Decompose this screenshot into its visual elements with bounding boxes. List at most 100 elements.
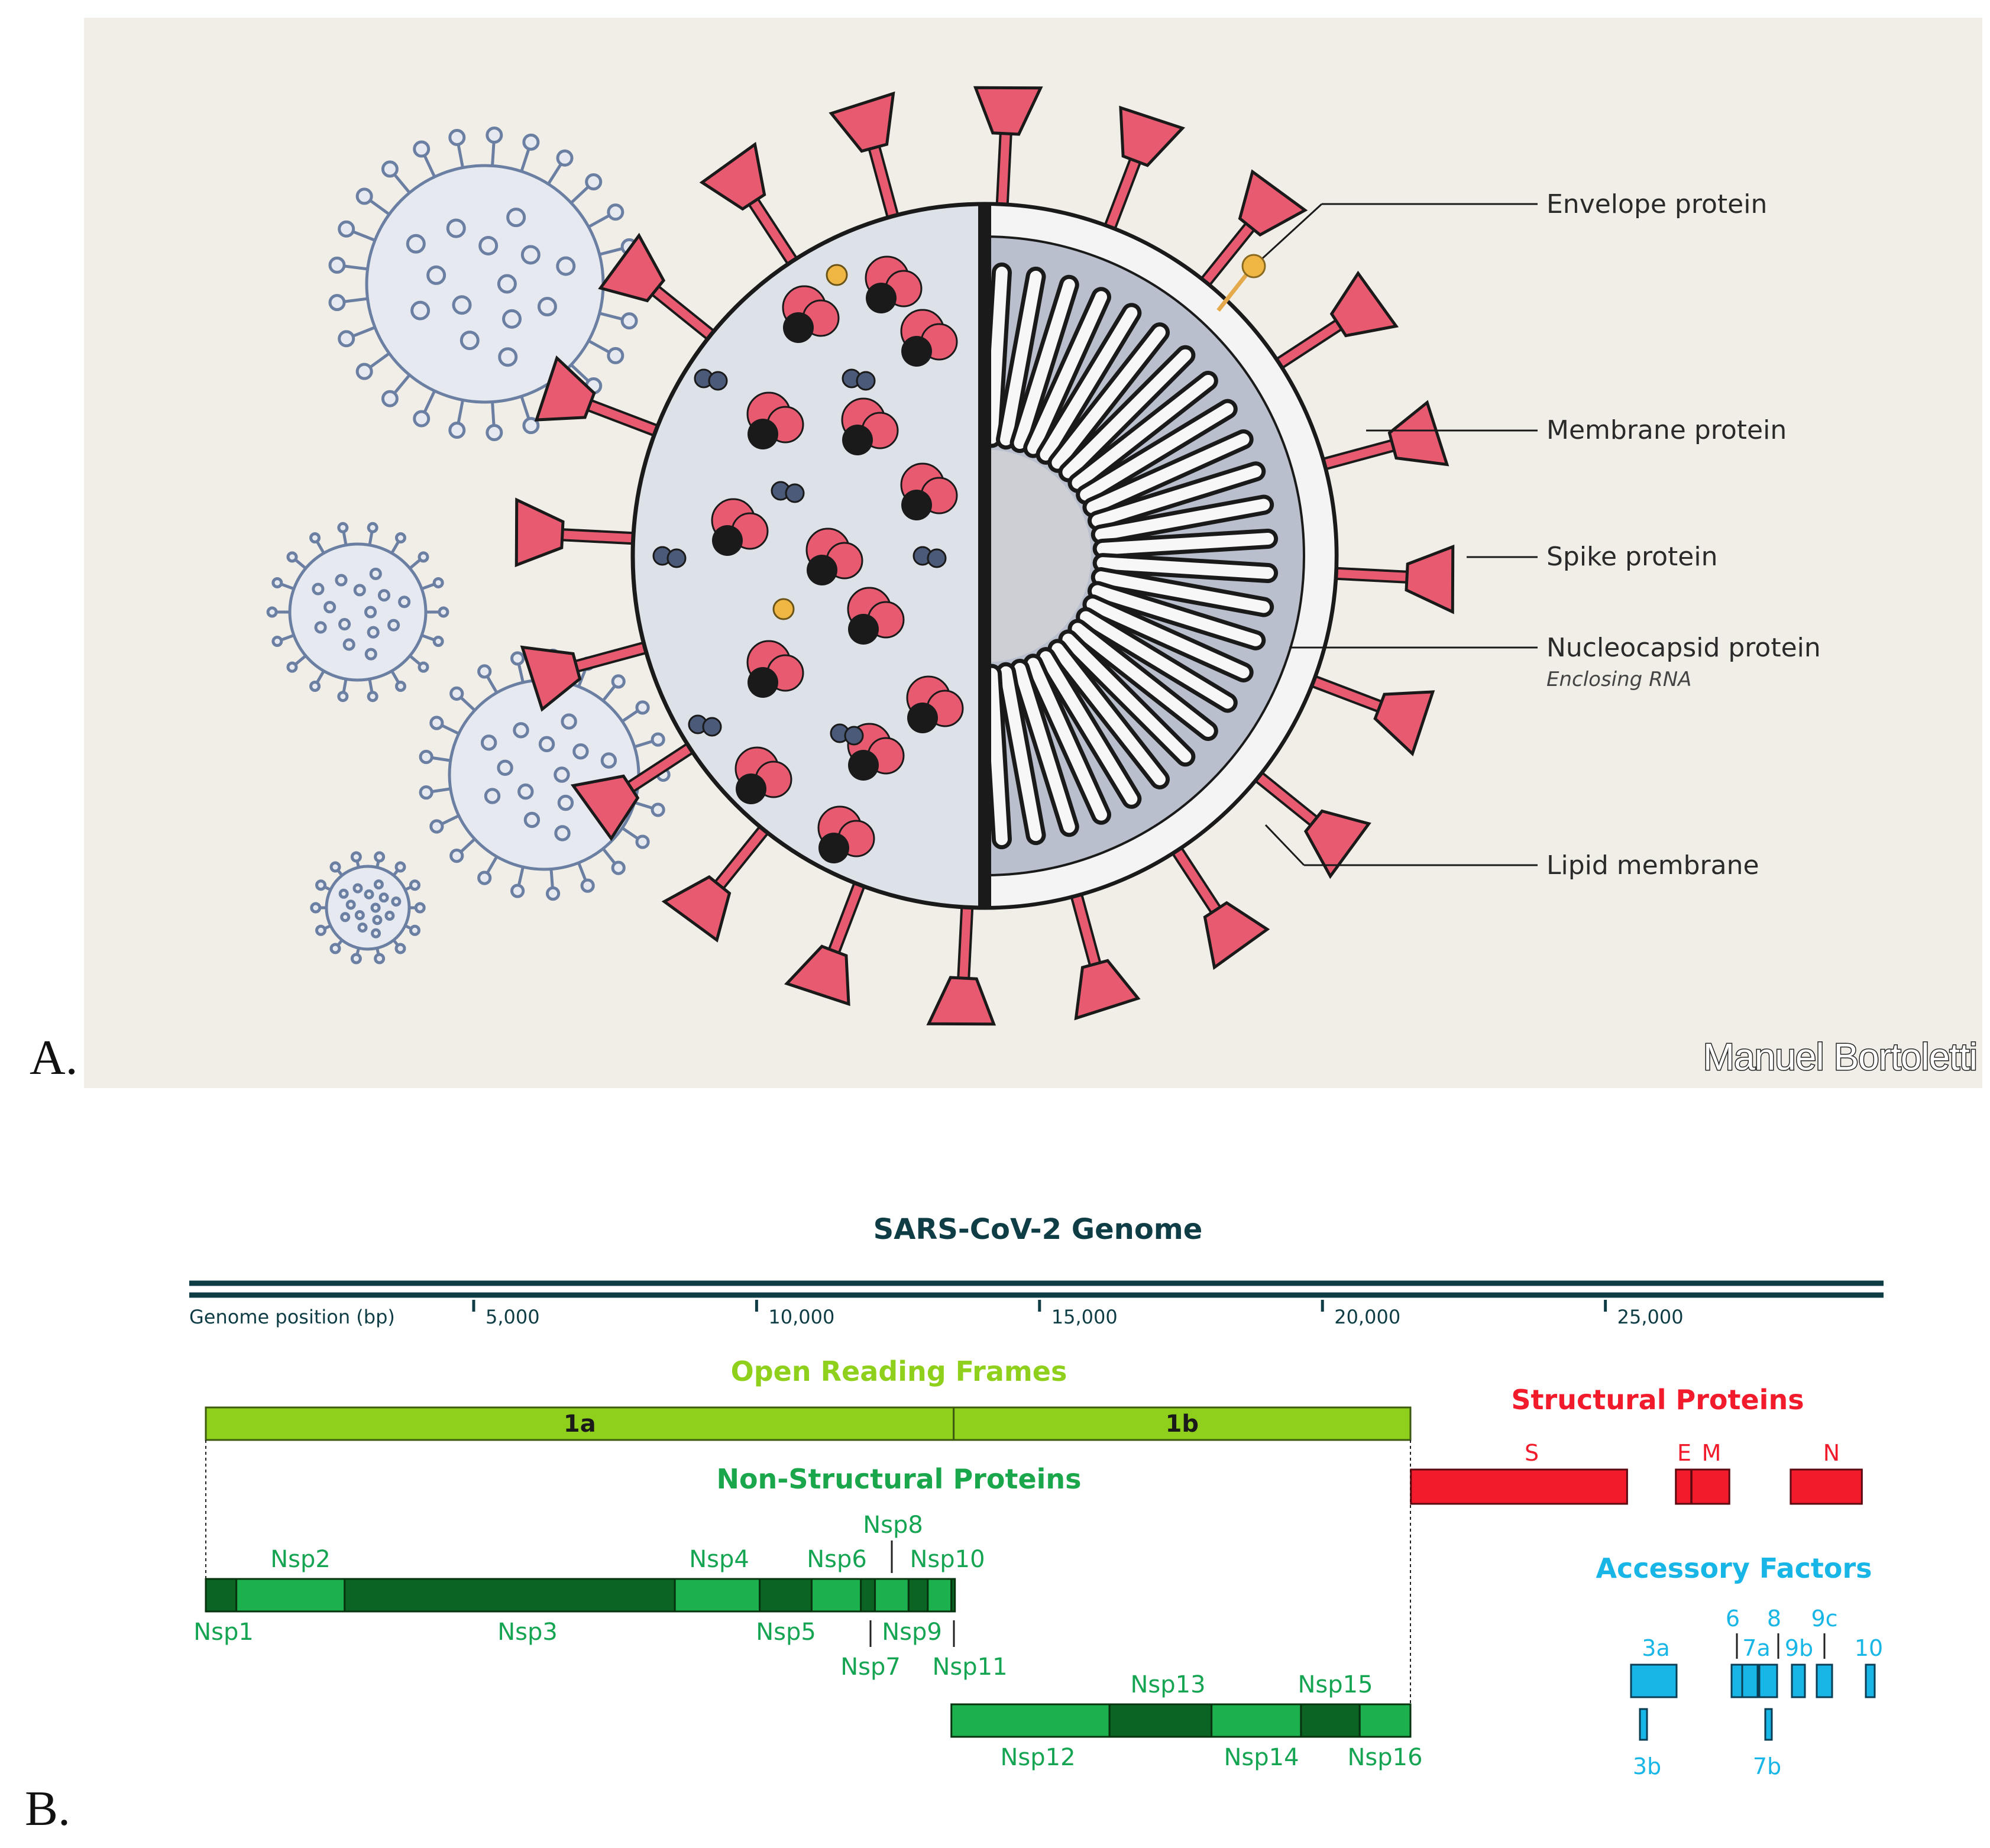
nsp-segment <box>860 1578 876 1613</box>
accessory-factor-bar <box>1865 1663 1876 1698</box>
callout-lipid-membrane: Lipid membrane <box>1264 824 1759 881</box>
spike-protein <box>926 894 996 1026</box>
nsp-segment <box>927 1578 953 1613</box>
accessory-factor-label: 3a <box>1642 1635 1669 1661</box>
background-virus-sketches <box>266 126 671 965</box>
callout-envelope-protein: Envelope protein <box>1216 189 1767 312</box>
nsp-segment <box>810 1578 862 1613</box>
nsp-label: Nsp4 <box>689 1546 749 1573</box>
envelope-protein-dot <box>826 264 848 286</box>
spike-protein <box>1164 836 1270 970</box>
surface-spike-cluster <box>782 285 840 343</box>
accessory-factor-bar <box>1730 1663 1743 1698</box>
genome-map: SARS-CoV-2 Genome Genome position (bp) 5… <box>189 1213 1884 1779</box>
nsp-label: Nsp10 <box>910 1546 985 1573</box>
surface-spike-cluster <box>841 397 899 455</box>
nsp-label: Nsp15 <box>1297 1671 1373 1698</box>
spike-protein <box>1310 400 1449 474</box>
nsp-segment <box>907 1578 929 1613</box>
structural-protein-label: E <box>1677 1440 1691 1466</box>
accessory-factor-bar <box>1741 1663 1759 1698</box>
membrane-protein-dot <box>694 368 728 391</box>
nsp-label: Nsp6 <box>807 1546 867 1573</box>
nsp-segment <box>344 1578 676 1613</box>
surface-spike-cluster <box>900 462 958 520</box>
accessory-factor-label: 7b <box>1753 1753 1781 1779</box>
callout-nucleocapsid-protein: Nucleocapsid protein Enclosing RNA <box>1289 633 1821 691</box>
surface-spike-cluster <box>817 805 875 863</box>
nsp-label: Nsp16 <box>1347 1744 1422 1771</box>
nsp-label: Nsp14 <box>1224 1744 1299 1771</box>
callout-label-nucleocapsid-sub: Enclosing RNA <box>1546 668 1691 691</box>
illustrator-credit: Manuel Bortoletti <box>1702 1035 1978 1079</box>
accessory-factor-label: 6 <box>1726 1606 1740 1632</box>
membrane-protein-dot <box>652 546 687 568</box>
structural-protein-label: S <box>1525 1440 1539 1466</box>
callout-label-spike: Spike protein <box>1546 542 1717 572</box>
spike-protein <box>1299 670 1435 757</box>
rna-core <box>985 449 1091 662</box>
spike-protein <box>829 91 903 231</box>
accessory-factor-label: 9b <box>1785 1635 1813 1661</box>
spike-protein <box>1244 763 1371 879</box>
membrane-protein-dot <box>830 723 864 746</box>
structural-protein-label: N <box>1823 1440 1840 1466</box>
spike-protein <box>973 86 1043 218</box>
structural-protein-bar <box>1790 1468 1863 1505</box>
virus-sketch <box>310 851 426 965</box>
orf-label: 1a <box>564 1410 596 1438</box>
surface-spike-cluster <box>746 391 804 449</box>
spike-protein <box>784 870 871 1006</box>
nsp-segment <box>874 1578 910 1613</box>
surface-spike-cluster <box>865 255 923 313</box>
surface-spike-cluster <box>734 746 792 804</box>
nsp-label: Nsp3 <box>497 1619 558 1646</box>
nsp-label: Nsp12 <box>1000 1744 1075 1771</box>
axis-tick-label: 20,000 <box>1334 1306 1400 1328</box>
nsp-label: Nsp5 <box>756 1619 816 1646</box>
virion-illustration: Envelope protein Membrane protein Spike … <box>84 18 1982 1088</box>
surface-spike-cluster <box>847 587 905 645</box>
accessory-factor-bar <box>1816 1663 1833 1698</box>
orf-bar <box>953 1406 1412 1441</box>
spike-protein <box>1322 544 1455 614</box>
callout-label-envelope: Envelope protein <box>1546 189 1767 219</box>
accessory-factor-label: 10 <box>1855 1635 1883 1661</box>
panel-label-a: A. <box>30 1030 78 1085</box>
surface-spike-cluster <box>906 675 964 733</box>
surface-spike-cluster <box>711 498 769 556</box>
nsp-label: Nsp13 <box>1130 1671 1205 1698</box>
nsp-segment <box>759 1578 813 1613</box>
nsp-label: Nsp7 <box>840 1653 901 1681</box>
nsp-segment <box>950 1578 956 1613</box>
nsp-segment <box>950 1703 1111 1738</box>
callout-label-membrane: Membrane protein <box>1546 415 1787 445</box>
accessory-factor-bar <box>1758 1663 1778 1698</box>
nsp-segment <box>235 1578 346 1613</box>
axis-label: Genome position (bp) <box>189 1306 395 1328</box>
axis-tick-label: 25,000 <box>1617 1306 1684 1328</box>
virus-particle <box>630 202 1339 910</box>
accessory-title: Accessory Factors <box>1596 1552 1872 1584</box>
structural-title: Structural Proteins <box>1511 1384 1804 1416</box>
structural-protein-bar <box>1410 1468 1628 1505</box>
structural-protein-label: M <box>1702 1440 1722 1466</box>
surface-proteins <box>652 255 964 863</box>
spike-protein <box>661 815 778 943</box>
spike-protein <box>1066 881 1141 1021</box>
accessory-factor-label: 8 <box>1767 1606 1781 1632</box>
spike-protein <box>1192 169 1308 296</box>
orf-bar <box>205 1406 955 1441</box>
membrane-protein-dot <box>842 368 876 391</box>
nsp-segment <box>1108 1703 1213 1738</box>
nsp-row-1: Nsp1Nsp2Nsp3Nsp4Nsp5Nsp6Nsp7Nsp8Nsp9Nsp1… <box>193 1512 1007 1681</box>
surface-spike-cluster <box>900 309 958 367</box>
accessory-factor-label: 3b <box>1633 1753 1661 1779</box>
accessory-factor-label: 7a <box>1742 1635 1770 1661</box>
panel-label-b: B. <box>25 1781 71 1836</box>
nsp-label: Nsp1 <box>193 1619 254 1646</box>
